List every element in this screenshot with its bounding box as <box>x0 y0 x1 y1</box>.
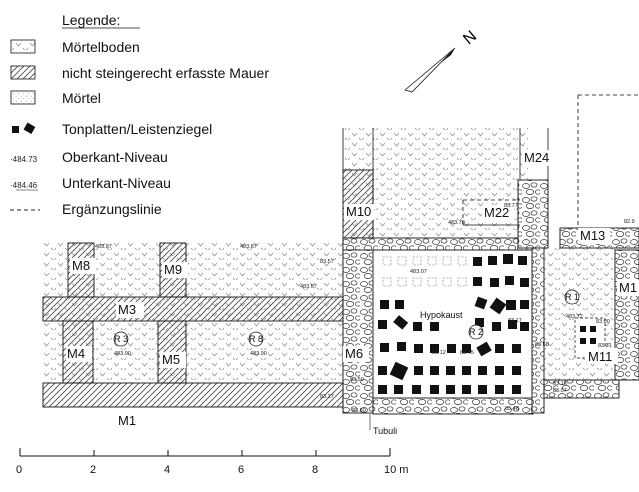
level-b: 483.87 <box>240 244 257 250</box>
legend-label-ober: Oberkant-Niveau <box>62 149 168 165</box>
legend: Legende: Mörtelboden nicht steingerecht … <box>10 12 269 217</box>
room-r8: R 8 <box>249 334 263 344</box>
legend-label-moertel: Mörtel <box>62 90 101 106</box>
level-a: 483.87 <box>95 244 112 250</box>
level-t: 83.68 <box>535 342 549 348</box>
level-u: 83.77 <box>504 203 518 209</box>
level-f: 483.90 <box>114 351 131 357</box>
room-r3: R 3 <box>114 334 128 344</box>
tubuli-label: Tubuli <box>373 426 397 436</box>
label-m10: M10 <box>346 204 371 219</box>
wall-m1 <box>42 382 344 408</box>
label-m1-east: M1 <box>619 280 637 295</box>
level-annotations: 483.87 483.87 483.70 483.72 483.67 483.9… <box>95 203 635 414</box>
label-m3: M3 <box>118 302 136 317</box>
level-d: 483.72 <box>566 314 583 320</box>
label-m6: M6 <box>345 346 363 361</box>
hypokaust-label: Hypokaust <box>420 310 463 320</box>
moertel-swatch <box>10 90 36 105</box>
north-label: N <box>460 28 480 48</box>
level-k: 83.45 <box>460 350 474 356</box>
label-m5: M5 <box>162 352 180 367</box>
scale-tick-2: 2 <box>90 464 96 476</box>
wall-labels: M1 M3 M4 M5 M6 M8 M9 M10 M11 M13 M22 M24… <box>66 150 639 428</box>
north-arrow: N <box>404 28 480 93</box>
legend-label-moertelboden: Mörtelboden <box>62 39 140 55</box>
label-m24: M24 <box>524 150 549 165</box>
tiles <box>378 254 596 394</box>
scale-tick-4: 4 <box>164 464 170 476</box>
legend-label-mauer: nicht steingerecht erfasste Mauer <box>62 65 269 81</box>
leistenziegel-swatch <box>23 122 36 134</box>
level-n: 83.80 <box>352 408 366 414</box>
legend-label-ton: Tonplatten/Leistenziegel <box>62 121 212 137</box>
label-m8: M8 <box>72 258 90 273</box>
scale-tick-0: 0 <box>16 464 22 476</box>
level-l: 83.50 <box>350 377 364 383</box>
moertelboden-swatch <box>10 39 36 54</box>
level-v: 82.9 <box>624 219 635 225</box>
scale-tick-10: 10 m <box>384 464 408 476</box>
level-c: 483.70 <box>448 220 465 226</box>
label-m4: M4 <box>67 346 85 361</box>
scale-bar: 0 2 4 6 8 10 m <box>16 448 408 476</box>
tonplatte-swatch <box>12 126 19 133</box>
level-r: 83.17 <box>508 318 522 324</box>
level-q: 83.07 <box>553 388 567 394</box>
legend-title: Legende: <box>62 12 120 28</box>
room-r2: R 2 <box>469 327 483 337</box>
level-i: 83.57 <box>320 259 334 265</box>
level-e: 483.67 <box>300 284 317 290</box>
room-r1: R 1 <box>565 292 579 302</box>
scale-tick-8: 8 <box>312 464 318 476</box>
oberkant-sample: ·484.73 <box>10 155 38 164</box>
label-m9: M9 <box>164 262 182 277</box>
floor-north <box>343 128 528 243</box>
label-m22: M22 <box>484 205 509 220</box>
level-g: 483.90 <box>250 351 267 357</box>
level-m: 83.27 <box>320 394 334 400</box>
level-p: 83.16 <box>553 381 567 387</box>
pilae-grid <box>382 256 467 287</box>
level-s: 83.31 <box>598 343 612 349</box>
scale-tick-6: 6 <box>238 464 244 476</box>
mauer-swatch <box>10 65 36 80</box>
label-m1: M1 <box>118 413 136 428</box>
level-h: 483.07 <box>410 269 427 275</box>
wall-m3 <box>42 296 344 322</box>
label-m13: M13 <box>580 228 605 243</box>
level-j: 83.12 <box>432 350 446 356</box>
legend-label-erg: Ergänzungslinie <box>62 201 162 217</box>
room-labels: R 3 R 8 R 2 R 1 Hypokaust Tubuli <box>113 289 580 436</box>
unterkant-sample: ·484.46 <box>10 181 38 190</box>
hatched-walls <box>42 169 374 408</box>
level-o: 83.48 <box>505 406 519 412</box>
legend-label-unter: Unterkant-Niveau <box>62 175 171 191</box>
label-m11: M11 <box>588 349 612 364</box>
level-w: 83.00 <box>596 319 610 325</box>
